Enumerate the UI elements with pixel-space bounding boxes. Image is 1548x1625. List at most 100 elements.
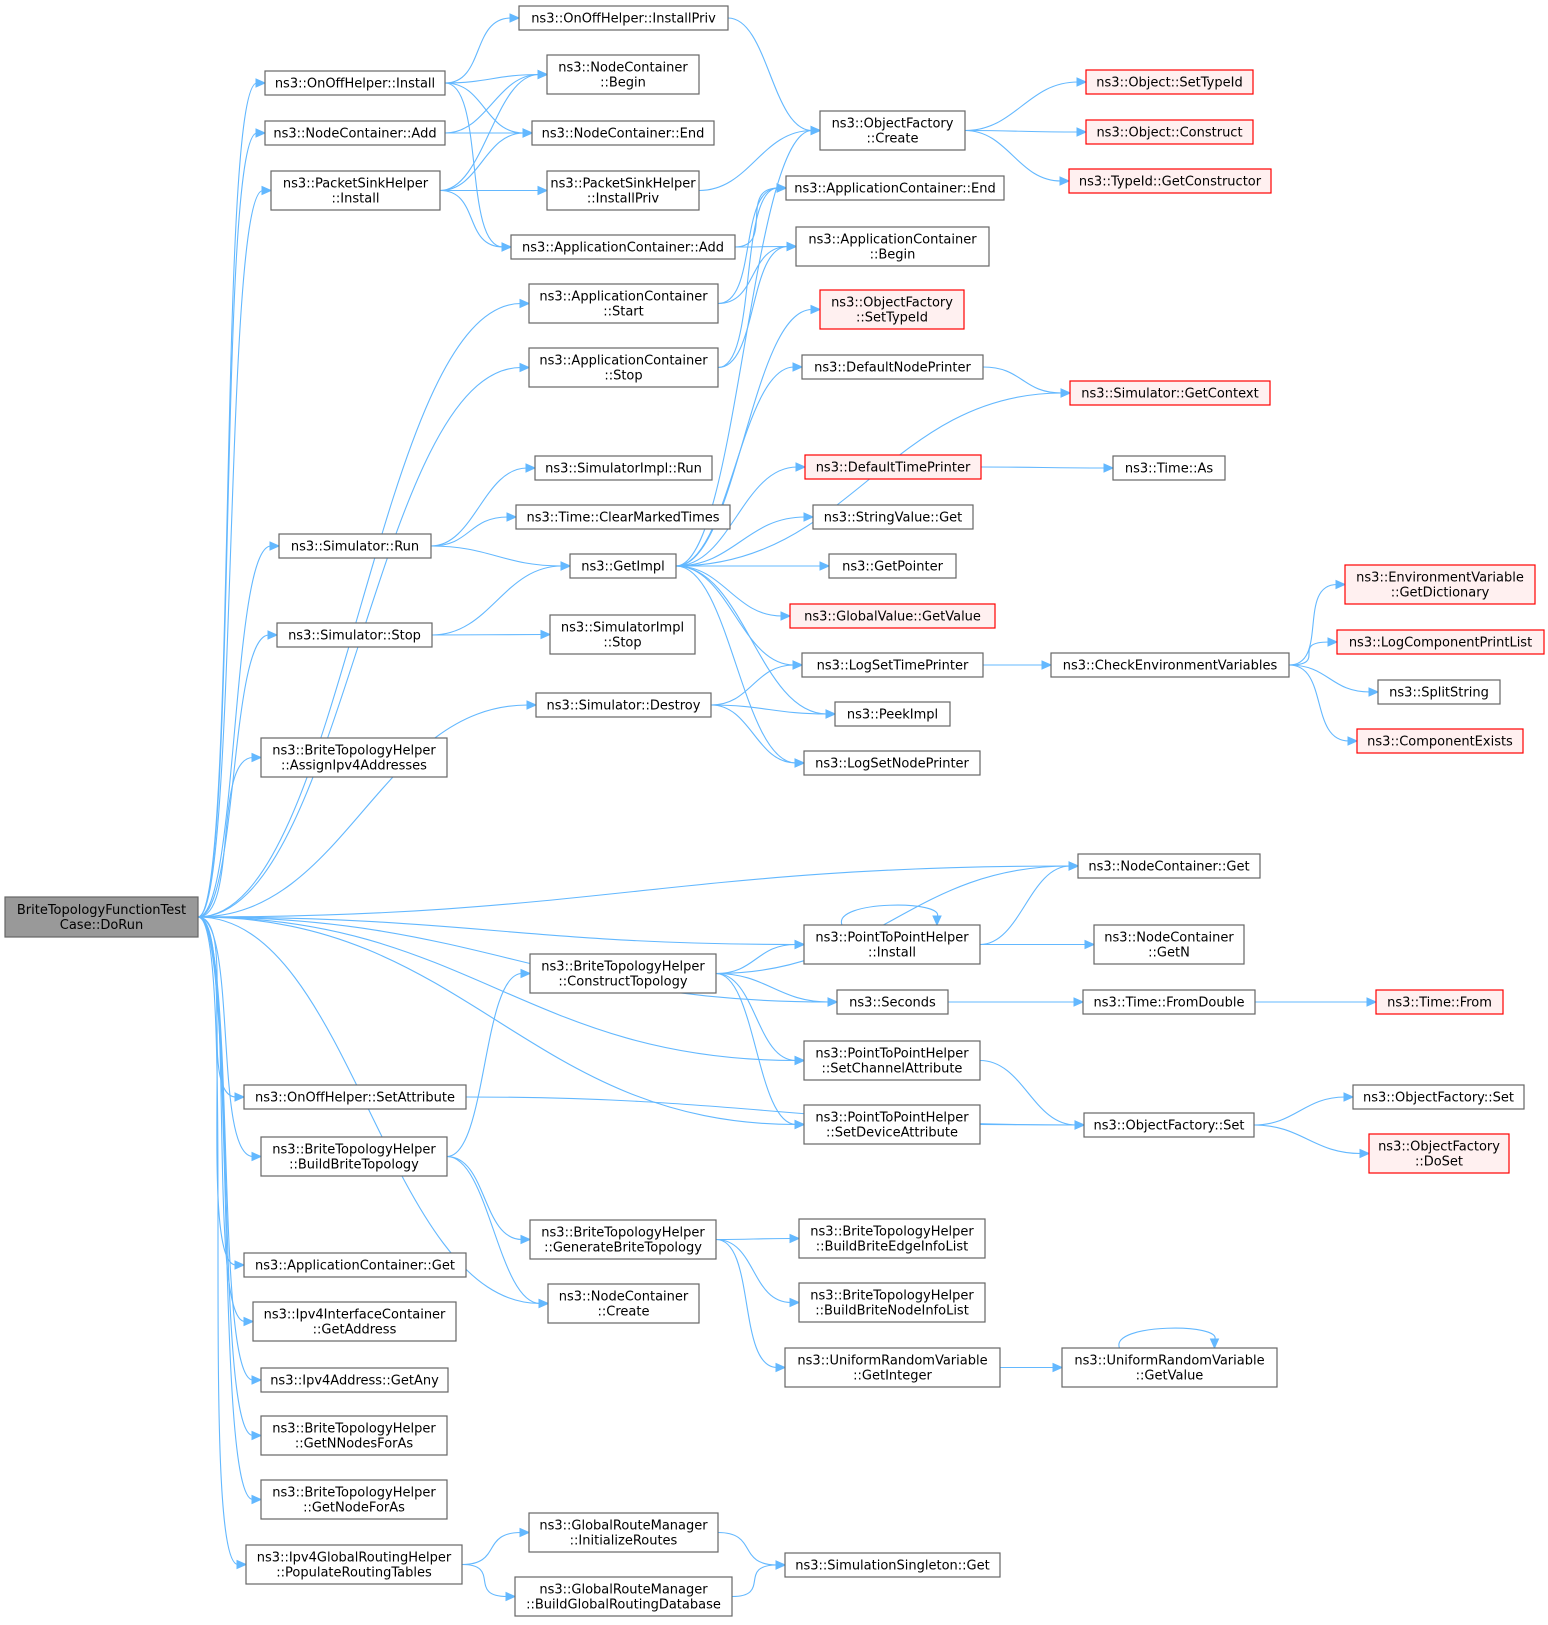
node-log-printlist[interactable]: ns3::LogComponentPrintList (1336, 629, 1545, 655)
node-simimpl-run[interactable]: ns3::SimulatorImpl::Run (534, 455, 713, 481)
node-p2p-setdevice[interactable]: ns3::PointToPointHelper::SetDeviceAttrib… (803, 1104, 981, 1145)
node-obj-construct[interactable]: ns3::Object::Construct (1085, 119, 1254, 145)
node-getimpl[interactable]: ns3::GetImpl (569, 553, 677, 579)
node-env-getdict[interactable]: ns3::EnvironmentVariable::GetDictionary (1344, 564, 1536, 605)
edge-bth-build-to-nc-create (446, 1155, 550, 1309)
node-ac-get[interactable]: ns3::ApplicationContainer::Get (243, 1252, 467, 1278)
node-p2p-install[interactable]: ns3::PointToPointHelper::Install (803, 924, 981, 965)
arrowhead (1076, 77, 1088, 87)
node-box (549, 614, 696, 655)
node-box (531, 120, 715, 146)
node-psh-installpriv[interactable]: ns3::PacketSinkHelper::InstallPriv (546, 170, 700, 211)
arrowhead (1368, 687, 1380, 697)
node-getpointer[interactable]: ns3::GetPointer (828, 553, 957, 579)
node-ac-stop[interactable]: ns3::ApplicationContainer::Stop (528, 347, 719, 388)
node-box (260, 1136, 448, 1177)
node-ipv4ic-getaddr[interactable]: ns3::Ipv4InterfaceContainer::GetAddress (252, 1301, 457, 1342)
node-ipv4addr-getany[interactable]: ns3::Ipv4Address::GetAny (260, 1367, 449, 1393)
node-label: ns3::GlobalRouteManager (539, 1519, 708, 1534)
node-splitstring[interactable]: ns3::SplitString (1377, 679, 1501, 705)
node-label: ns3::ApplicationContainer::Add (522, 241, 724, 256)
arrowhead (1052, 1362, 1064, 1373)
edge-urv-getinteger-to-urv-getvalue (1000, 1362, 1064, 1373)
node-simsingleton-get[interactable]: ns3::SimulationSingleton::Get (784, 1552, 1001, 1578)
node-gv-getvalue[interactable]: ns3::GlobalValue::GetValue (789, 603, 996, 629)
node-label: ::BuildBriteNodeInfoList (815, 1304, 969, 1319)
node-typeid-getctor[interactable]: ns3::TypeId::GetConstructor (1068, 168, 1272, 194)
node-box (1068, 168, 1272, 194)
node-bth-construct[interactable]: ns3::BriteTopologyHelper::ConstructTopol… (529, 953, 717, 994)
node-onoff-installpriv[interactable]: ns3::OnOffHelper::InstallPriv (518, 5, 729, 31)
edge-grm-build-to-simsingleton-get (731, 1560, 787, 1598)
node-onoff-install[interactable]: ns3::OnOffHelper::Install (264, 70, 446, 96)
node-psh-install[interactable]: ns3::PacketSinkHelper::Install (270, 170, 441, 211)
node-bth-build[interactable]: ns3::BriteTopologyHelper::BuildBriteTopo… (260, 1136, 448, 1177)
node-ac-start[interactable]: ns3::ApplicationContainer::Start (528, 283, 719, 324)
edge-sim-run-to-time-clear (430, 512, 518, 547)
node-default-time-printer[interactable]: ns3::DefaultTimePrinter (804, 454, 982, 480)
node-label: ns3::UniformRandomVariable (797, 1354, 987, 1369)
node-check-env[interactable]: ns3::CheckEnvironmentVariables (1050, 652, 1290, 678)
node-log-settimeprinter[interactable]: ns3::LogSetTimePrinter (801, 652, 984, 678)
node-nc-add[interactable]: ns3::NodeContainer::Add (264, 120, 446, 146)
node-nc-get[interactable]: ns3::NodeContainer::Get (1077, 853, 1261, 879)
node-ac-add[interactable]: ns3::ApplicationContainer::Add (510, 234, 736, 260)
node-p2p-setchannel[interactable]: ns3::PointToPointHelper::SetChannelAttri… (803, 1040, 981, 1081)
node-grm-init[interactable]: ns3::GlobalRouteManager::InitializeRoute… (528, 1512, 719, 1553)
node-box (515, 504, 731, 530)
node-simimpl-stop[interactable]: ns3::SimulatorImpl::Stop (549, 614, 696, 655)
node-bth-getnode[interactable]: ns3::BriteTopologyHelper::GetNodeForAs (260, 1479, 448, 1520)
node-label: ns3::Time::As (1125, 462, 1214, 477)
node-label: ns3::UniformRandomVariable (1074, 1354, 1264, 1369)
node-urv-getvalue[interactable]: ns3::UniformRandomVariable::GetValue (1061, 1347, 1278, 1388)
node-of-create[interactable]: ns3::ObjectFactory::Create (819, 110, 966, 151)
node-label: ns3::ApplicationContainer::End (794, 182, 995, 197)
node-bth-assign[interactable]: ns3::BriteTopologyHelper::AssignIpv4Addr… (260, 737, 448, 778)
node-default-node-printer[interactable]: ns3::DefaultNodePrinter (801, 354, 984, 380)
node-ac-begin[interactable]: ns3::ApplicationContainer::Begin (795, 226, 990, 267)
node-seconds[interactable]: ns3::Seconds (836, 989, 949, 1015)
node-obj-settypeid[interactable]: ns3::Object::SetTypeId (1085, 69, 1254, 95)
arrowhead (789, 1297, 801, 1308)
node-component-exists[interactable]: ns3::ComponentExists (1356, 728, 1524, 754)
arrowhead (255, 78, 267, 88)
edge-bth-build-to-bth-generate (446, 1155, 532, 1245)
arrowhead (1347, 736, 1359, 746)
arrowhead (1327, 637, 1339, 647)
node-nc-create[interactable]: ns3::NodeContainer::Create (547, 1283, 700, 1324)
node-urv-getinteger[interactable]: ns3::UniformRandomVariable::GetInteger (784, 1347, 1001, 1388)
node-bth-edgeinfo[interactable]: ns3::BriteTopologyHelper::BuildBriteEdge… (798, 1218, 986, 1259)
node-ipv4grh-populate[interactable]: ns3::Ipv4GlobalRoutingHelper::PopulateRo… (245, 1544, 463, 1585)
node-bth-getnnodes[interactable]: ns3::BriteTopologyHelper::GetNNodesForAs (260, 1415, 448, 1456)
edge-root-to-nc-create (197, 916, 550, 1309)
node-stringvalue-get[interactable]: ns3::StringValue::Get (812, 504, 974, 530)
node-of-doset[interactable]: ns3::ObjectFactory::DoSet (1368, 1133, 1510, 1174)
edge-getimpl-to-getpointer (675, 561, 831, 571)
node-onoff-setattr[interactable]: ns3::OnOffHelper::SetAttribute (243, 1084, 467, 1110)
node-nc-begin[interactable]: ns3::NodeContainer::Begin (546, 54, 700, 95)
node-of-set[interactable]: ns3::ObjectFactory::Set (1083, 1112, 1255, 1138)
node-label: ns3::ObjectFactory::Set (1093, 1119, 1244, 1134)
node-sim-destroy[interactable]: ns3::Simulator::Destroy (535, 692, 712, 718)
node-label: ::GetAddress (313, 1323, 397, 1338)
node-time-from[interactable]: ns3::Time::From (1375, 989, 1504, 1015)
node-nc-getn[interactable]: ns3::NodeContainer::GetN (1093, 924, 1245, 965)
node-time-clear[interactable]: ns3::Time::ClearMarkedTimes (515, 504, 731, 530)
node-grm-build[interactable]: ns3::GlobalRouteManager::BuildGlobalRout… (514, 1576, 733, 1617)
node-peekimpl[interactable]: ns3::PeekImpl (834, 701, 951, 727)
node-box (4, 896, 199, 938)
node-of-set2[interactable]: ns3::ObjectFactory::Set (1352, 1084, 1525, 1110)
node-time-fromdouble[interactable]: ns3::Time::FromDouble (1082, 989, 1256, 1015)
node-bth-generate[interactable]: ns3::BriteTopologyHelper::GenerateBriteT… (529, 1219, 717, 1260)
node-nc-end[interactable]: ns3::NodeContainer::End (531, 120, 715, 146)
node-of-settypeid[interactable]: ns3::ObjectFactory::SetTypeId (819, 289, 965, 330)
node-log-setnodeprinter[interactable]: ns3::LogSetNodePrinter (803, 750, 981, 776)
edge-root-to-seconds (197, 916, 839, 1007)
node-sim-getcontext[interactable]: ns3::Simulator::GetContext (1069, 380, 1271, 406)
node-sim-stop[interactable]: ns3::Simulator::Stop (276, 622, 433, 648)
node-bth-nodeinfo[interactable]: ns3::BriteTopologyHelper::BuildBriteNode… (798, 1282, 986, 1323)
node-sim-run[interactable]: ns3::Simulator::Run (278, 533, 432, 559)
node-time-as[interactable]: ns3::Time::As (1112, 455, 1226, 481)
node-label: ::Start (603, 305, 644, 320)
node-ac-end[interactable]: ns3::ApplicationContainer::End (785, 175, 1005, 201)
